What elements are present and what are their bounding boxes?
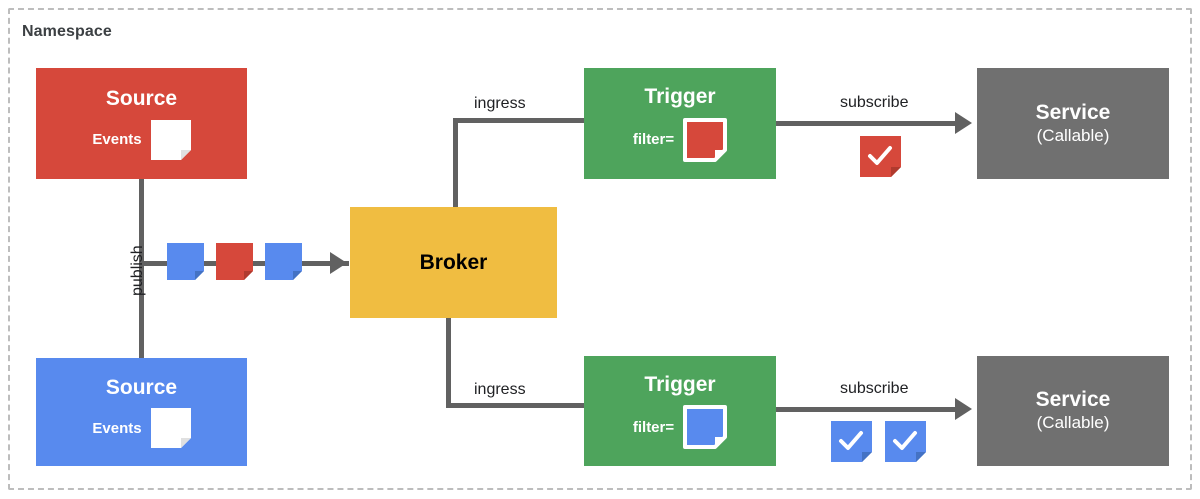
check-badge: [831, 421, 872, 462]
event-doc-icon: [150, 119, 191, 160]
subscribe-top-arrow-head: [955, 112, 972, 134]
trigger-top-node[interactable]: Trigger filter=: [584, 68, 776, 179]
ingress-top-label: ingress: [474, 95, 526, 112]
namespace-label: Namespace: [22, 23, 112, 40]
source-blue-node[interactable]: Source Events: [36, 358, 247, 466]
event-square: [216, 243, 253, 280]
trigger-bottom-filter-row: filter=: [632, 405, 728, 450]
subscribe-bottom-line: [776, 407, 966, 412]
trigger-top-filter-row: filter=: [632, 117, 728, 162]
trigger-top-title: Trigger: [644, 85, 716, 109]
service-top-node[interactable]: Service (Callable): [977, 68, 1169, 179]
ingress-top-horizontal-line: [453, 118, 588, 123]
subscribe-bottom-label: subscribe: [840, 380, 909, 397]
service-top-title: Service: [1035, 100, 1111, 124]
event-doc-icon: [150, 408, 191, 449]
broker-node[interactable]: Broker: [350, 207, 557, 318]
broker-title: Broker: [419, 250, 488, 274]
event-square: [265, 243, 302, 280]
filter-doc-icon: [683, 405, 728, 450]
check-badge: [860, 136, 901, 177]
service-top-subtitle: (Callable): [1036, 125, 1110, 145]
publish-label: publish: [129, 245, 146, 296]
source-red-events-label: Events: [92, 131, 142, 149]
trigger-bottom-node[interactable]: Trigger filter=: [584, 356, 776, 466]
ingress-bottom-horizontal-line: [446, 403, 588, 408]
ingress-bottom-label: ingress: [474, 381, 526, 398]
source-red-title: Source: [105, 87, 178, 111]
source-red-events-row: Events: [92, 119, 191, 160]
subscribe-top-line: [776, 121, 966, 126]
check-badge: [885, 421, 926, 462]
subscribe-bottom-arrow-head: [955, 398, 972, 420]
trigger-top-filter-label: filter=: [632, 131, 675, 149]
ingress-bottom-vertical-line: [446, 315, 451, 408]
subscribe-bottom-badges: [831, 421, 926, 462]
source-blue-events-label: Events: [92, 419, 142, 437]
subscribe-top-label: subscribe: [840, 94, 909, 111]
trigger-bottom-filter-label: filter=: [632, 418, 675, 436]
source-blue-events-row: Events: [92, 408, 191, 449]
ingress-top-vertical-line: [453, 118, 458, 210]
trigger-bottom-title: Trigger: [644, 372, 716, 396]
source-red-node[interactable]: Source Events: [36, 68, 247, 179]
publish-arrow-head: [330, 252, 347, 274]
service-bottom-subtitle: (Callable): [1036, 413, 1110, 433]
event-square: [167, 243, 204, 280]
publish-vertical-line: [139, 178, 144, 360]
namespace-boundary: [8, 8, 1192, 490]
source-blue-title: Source: [105, 375, 178, 399]
service-bottom-node[interactable]: Service (Callable): [977, 356, 1169, 466]
subscribe-top-badges: [860, 136, 901, 177]
filter-doc-icon: [683, 117, 728, 162]
service-bottom-title: Service: [1035, 388, 1111, 412]
event-stream: [167, 243, 302, 280]
